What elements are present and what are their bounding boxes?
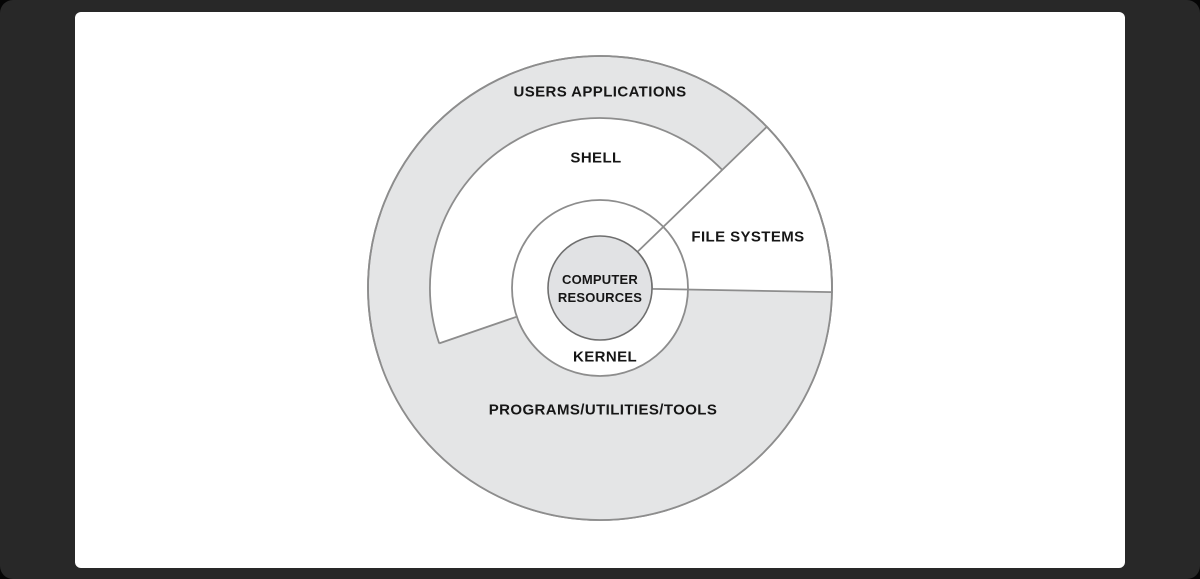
label-computer-resources-line1: COMPUTER (562, 272, 638, 287)
shell-programs-divider-line (438, 315, 518, 345)
unix-architecture-diagram (367, 55, 833, 521)
computer-resources-circle (547, 235, 653, 341)
label-users-applications: USERS APPLICATIONS (513, 83, 687, 101)
label-computer-resources: COMPUTER RESOURCES (558, 271, 642, 307)
label-file-systems: FILE SYSTEMS (691, 228, 805, 246)
kernel-ring-circle (511, 199, 689, 377)
label-shell: SHELL (570, 149, 622, 167)
shell-outer-arc (429, 117, 723, 344)
diagram-card: USERS APPLICATIONS SHELL FILE SYSTEMS CO… (75, 12, 1125, 568)
label-kernel: KERNEL (572, 348, 638, 366)
label-computer-resources-line2: RESOURCES (557, 290, 643, 305)
outer-circle-outline (367, 55, 833, 521)
label-programs-utilities-tools: PROGRAMS/UTILITIES/TOOLS (488, 401, 718, 419)
programs-utilities-tools-sector (380, 289, 832, 521)
